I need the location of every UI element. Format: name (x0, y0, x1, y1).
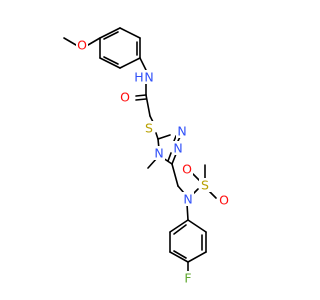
bond-inner (103, 56, 119, 65)
atom-sulfonyl-oxygen-2: O (219, 193, 229, 208)
bond (99, 27, 121, 39)
atom-fluorine: F (184, 271, 191, 286)
structure-diagram: O N H O S N N N N S O O F (63, 27, 230, 286)
bond (157, 134, 171, 140)
atom-amide-hydrogen: H (134, 70, 143, 85)
bond (192, 173, 201, 182)
bond (171, 163, 179, 187)
atom-sulfonyl-oxygen-1: O (182, 162, 192, 177)
bond-inner (103, 31, 119, 40)
bond (169, 219, 189, 233)
atom-labels: O N H O S N N N N S O O F (76, 38, 230, 286)
atom-methoxy-oxygen: O (77, 38, 87, 53)
bond (186, 203, 189, 221)
atom-amide-nitrogen: N (144, 70, 153, 85)
bond (177, 185, 185, 194)
bond (99, 57, 121, 69)
molecule-canvas: O N H O S N N N N S O O F (63, 27, 230, 286)
bond (135, 94, 147, 97)
bond (155, 132, 159, 140)
bond (135, 98, 147, 101)
bond (171, 153, 177, 165)
bond (87, 37, 101, 46)
bond (169, 251, 189, 263)
bond-inner (173, 224, 187, 235)
bond (119, 57, 141, 69)
bond (63, 37, 77, 46)
bond (187, 219, 207, 233)
atom-carbonyl-oxygen: O (120, 90, 130, 105)
atom-sulfonyl-sulfur: S (201, 178, 209, 193)
bonds (63, 27, 217, 273)
bond-inner (167, 152, 172, 162)
bond (145, 94, 151, 117)
bond-inner (173, 250, 187, 259)
bond-inner (173, 135, 177, 142)
bond (139, 57, 147, 71)
atom-triazole-n4: N (154, 146, 163, 161)
bond (119, 27, 141, 39)
atom-triazole-n2: N (173, 141, 182, 156)
atom-triazole-n3: N (177, 124, 186, 139)
atom-thioether-sulfur: S (145, 121, 153, 136)
bond (208, 190, 217, 199)
atom-sulfonamide-nitrogen: N (183, 192, 192, 207)
bond (187, 251, 207, 263)
